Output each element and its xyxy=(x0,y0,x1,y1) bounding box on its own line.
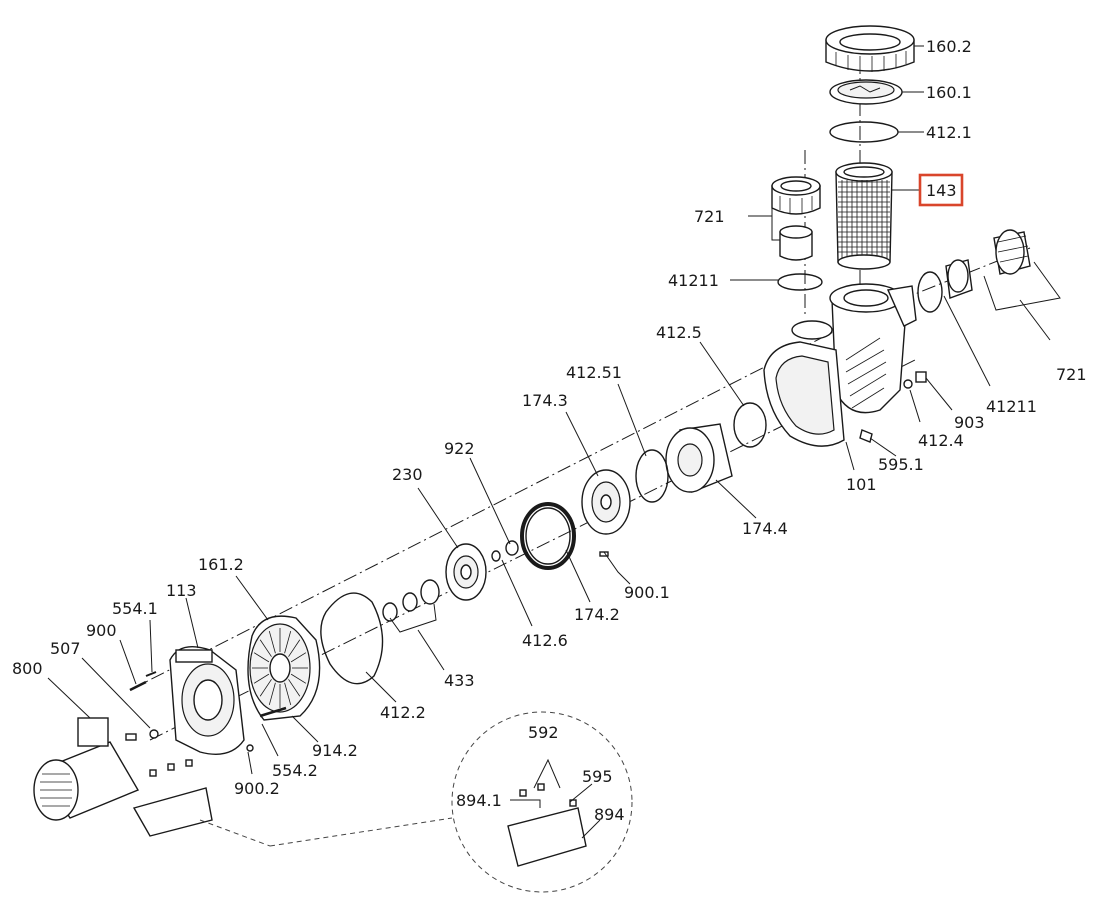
label-412-2: 412.2 xyxy=(380,703,426,722)
pump-housing-101 xyxy=(763,283,917,447)
label-174-2: 174.2 xyxy=(574,605,620,624)
label-554-2: 554.2 xyxy=(272,761,318,780)
detail-circle xyxy=(199,711,633,893)
drain-plug-903 xyxy=(859,371,927,443)
label-592: 592 xyxy=(528,723,559,742)
motor-800 xyxy=(33,717,140,821)
label-433: 433 xyxy=(444,671,475,690)
motor-foot-894 xyxy=(132,759,213,837)
label-230: 230 xyxy=(392,465,423,484)
label-721-top: 721 xyxy=(694,207,725,226)
label-160-1: 160.1 xyxy=(926,83,972,102)
impeller-230 xyxy=(445,543,487,601)
strainer-basket-143 xyxy=(835,162,893,270)
label-554-1: 554.1 xyxy=(112,599,158,618)
label-900-2: 900.2 xyxy=(234,779,280,798)
o-ring-412-5 xyxy=(733,402,767,448)
o-ring-41211-left xyxy=(777,273,823,291)
label-903: 903 xyxy=(954,413,985,432)
diffuser-plate-174-3 xyxy=(581,469,631,535)
label-900: 900 xyxy=(86,621,117,640)
o-ring-412-2 xyxy=(320,592,384,685)
label-101: 101 xyxy=(846,475,877,494)
leader-lines xyxy=(47,45,1061,839)
label-161-2: 161.2 xyxy=(198,555,244,574)
label-143: 143 xyxy=(926,181,957,200)
impeller-nut-922 xyxy=(491,540,519,562)
mechanical-seal-433 xyxy=(382,579,440,622)
label-113: 113 xyxy=(166,581,197,600)
label-800: 800 xyxy=(12,659,43,678)
union-721-left xyxy=(771,176,821,261)
label-41211-right: 41211 xyxy=(986,397,1037,416)
highlight-box-143 xyxy=(918,173,964,207)
label-160-2: 160.2 xyxy=(926,37,972,56)
lid-ring-160-2 xyxy=(825,25,915,72)
label-507: 507 xyxy=(50,639,81,658)
label-412-5: 412.5 xyxy=(656,323,702,342)
label-922: 922 xyxy=(444,439,475,458)
motor-flange-113 xyxy=(169,646,245,755)
seal-plate-161-2 xyxy=(247,615,321,721)
o-ring-412-1 xyxy=(829,121,899,143)
label-595-1: 595.1 xyxy=(878,455,924,474)
label-174-4: 174.4 xyxy=(742,519,788,538)
label-174-3: 174.3 xyxy=(522,391,568,410)
label-900-1: 900.1 xyxy=(624,583,670,602)
part-labels: 160.2 160.1 412.1 143 721 41211 412.5 41… xyxy=(12,37,1087,824)
label-412-1: 412.1 xyxy=(926,123,972,142)
bracket-174-2 xyxy=(520,502,609,570)
label-412-51: 412.51 xyxy=(566,363,622,382)
union-721-right xyxy=(917,229,1031,313)
label-595: 595 xyxy=(582,767,613,786)
label-914-2: 914.2 xyxy=(312,741,358,760)
label-894-1: 894.1 xyxy=(456,791,502,810)
o-ring-412-51 xyxy=(635,449,669,503)
label-721-right: 721 xyxy=(1056,365,1087,384)
screws xyxy=(129,671,287,752)
label-412-4: 412.4 xyxy=(918,431,964,450)
diffuser-174-4 xyxy=(665,423,733,493)
lid-160-1 xyxy=(829,79,903,105)
label-41211-left: 41211 xyxy=(668,271,719,290)
label-412-6: 412.6 xyxy=(522,631,568,650)
label-894: 894 xyxy=(594,805,625,824)
